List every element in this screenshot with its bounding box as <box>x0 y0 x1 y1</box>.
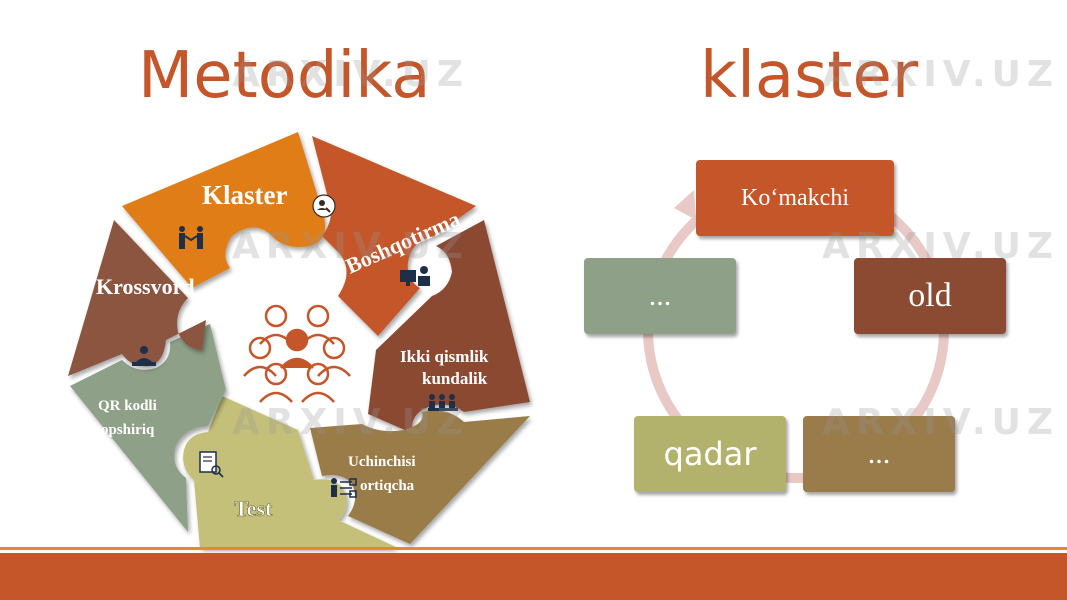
cycle-box-ellipsis-bottom: ... <box>803 416 955 492</box>
segment-label-klaster: Klaster <box>202 180 287 210</box>
watermark: ARXIV.UZ <box>232 226 469 267</box>
handshake-icon <box>179 226 203 249</box>
segment-ikki-qismlik <box>368 220 530 434</box>
document-search-icon <box>199 451 224 478</box>
segment-label-uchinchisi-1: Uchinchisi <box>348 454 416 470</box>
bottom-accent-line <box>0 547 1067 550</box>
bottom-bar <box>0 553 1067 600</box>
laptop-person-icon <box>132 346 156 366</box>
cycle-arrow-icon <box>674 190 696 220</box>
cycle-box-old: old <box>854 258 1006 334</box>
team-people-icon <box>243 304 351 403</box>
segment-label-ikki-qismlik-2: kundalik <box>422 369 488 388</box>
cycle-box-komakchi: Ko‘makchi <box>696 160 894 236</box>
segment-krossvord <box>68 220 206 376</box>
watermark: ARXIV.UZ <box>822 54 1059 95</box>
segment-qr-kodli <box>70 324 226 532</box>
segment-test <box>183 396 398 548</box>
segment-label-qr-kodli-1: QR kodli <box>98 398 157 414</box>
desk-person-icon <box>400 266 430 286</box>
segment-label-uchinchisi-2: ortiqcha <box>360 478 415 494</box>
meeting-group-icon <box>428 394 458 411</box>
segment-label-krossvord: Krossvord <box>96 274 195 299</box>
segment-label-ikki-qismlik-1: Ikki qismlik <box>400 347 489 366</box>
segment-label-test: Test <box>234 496 273 521</box>
org-chart-person-icon <box>331 478 357 498</box>
heptagon-svg: Klaster Boshqotirma Ikki qismlik kundali… <box>68 132 530 548</box>
person-search-icon <box>312 194 336 218</box>
watermark: ARXIV.UZ <box>822 226 1059 267</box>
segment-label-qr-kodli-2: topshiriq <box>96 422 155 438</box>
watermark: ARXIV.UZ <box>232 402 469 443</box>
cycle-diagram: Ko‘makchi old ... qadar ... <box>570 150 1030 510</box>
watermark: ARXIV.UZ <box>822 402 1059 443</box>
title-right: klaster <box>700 39 919 113</box>
title-left: Metodika <box>138 39 431 113</box>
cycle-box-ellipsis-left: ... <box>584 258 736 334</box>
segment-uchinchisi <box>310 410 530 544</box>
watermark: ARXIV.UZ <box>232 54 469 95</box>
segment-klaster <box>122 132 326 288</box>
cycle-box-qadar: qadar <box>634 416 786 492</box>
methods-heptagon-diagram: Klaster Boshqotirma Ikki qismlik kundali… <box>60 128 540 558</box>
segment-boshqotirma <box>312 136 476 336</box>
